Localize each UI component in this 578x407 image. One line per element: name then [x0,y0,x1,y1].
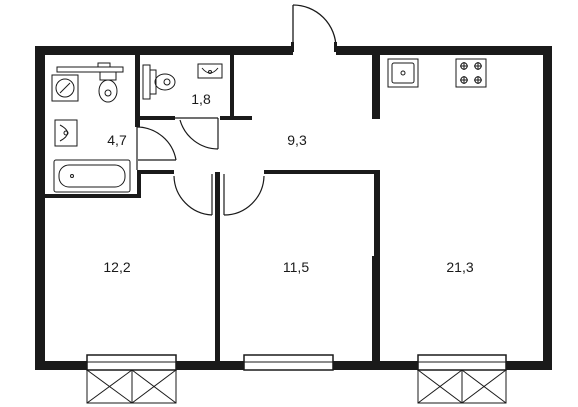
bathroom-shelf [56,62,124,73]
bathtub-icon [53,159,131,193]
inner-walls [45,55,380,364]
toilet-area-label: 1,8 [191,91,211,107]
window-right [417,354,507,371]
toilet-room-toilet-icon [142,64,176,100]
bedroom-middle-area-label: 11,5 [283,259,309,275]
sink-icon [54,119,78,147]
toilet-room-sink-icon [197,63,223,79]
bedroom-left-door [173,174,213,216]
washing-machine-icon [51,74,79,102]
toilet-door [175,117,219,150]
window-left [86,354,177,371]
toilet-icon [98,71,118,103]
stove-icon [455,58,487,88]
bathroom-area-label: 4,7 [107,132,127,148]
bedroom-middle-door [223,174,265,216]
outer-walls [35,46,552,370]
balcony-right [417,369,507,404]
balcony-left [86,369,177,404]
entrance-door [291,4,337,52]
kitchen-sink-icon [387,58,419,88]
window-middle [243,354,334,371]
bathroom-door [136,126,177,170]
bedroom-left-area-label: 12,2 [103,259,130,275]
hall-area-label: 9,3 [287,132,307,148]
kitchen-living-area-label: 21,3 [446,259,473,275]
